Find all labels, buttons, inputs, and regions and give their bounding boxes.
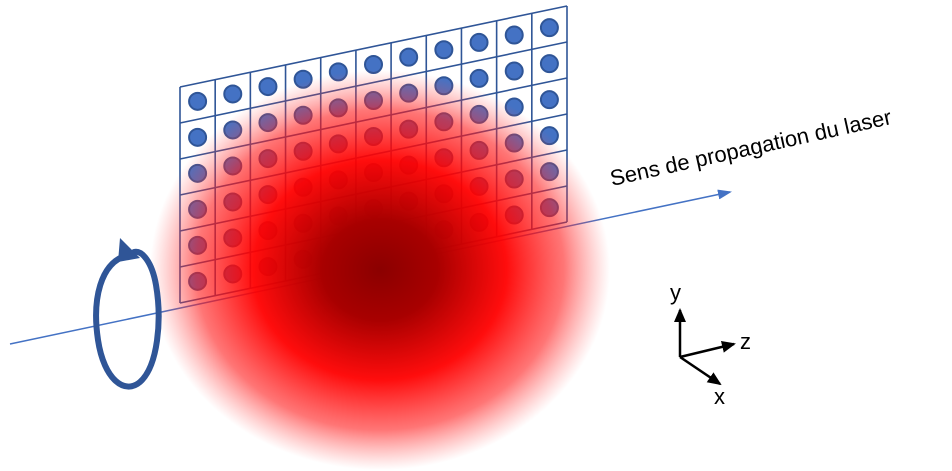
atom-dot xyxy=(541,19,558,36)
laser-beam-spot xyxy=(150,70,610,470)
axis-y-label: y xyxy=(670,280,681,305)
axis-x-arrow xyxy=(680,357,720,384)
coordinate-axes: y z x xyxy=(670,280,751,409)
atom-dot xyxy=(400,49,417,66)
atom-dot xyxy=(506,63,523,80)
atom-dot xyxy=(541,91,558,108)
atom-dot xyxy=(189,93,206,110)
atom-dot xyxy=(541,55,558,72)
atom-dot xyxy=(224,85,241,102)
atom-dot xyxy=(506,27,523,44)
atom-dot xyxy=(471,34,488,51)
atom-dot xyxy=(259,78,276,95)
axis-z-label: z xyxy=(740,329,751,354)
axis-z-arrow xyxy=(680,344,734,357)
atom-dot xyxy=(471,70,488,87)
atom-dot xyxy=(435,41,452,58)
polarization-arrow xyxy=(96,238,158,387)
propagation-label: Sens de propagation du laser xyxy=(608,104,894,191)
axis-x-label: x xyxy=(714,384,725,409)
